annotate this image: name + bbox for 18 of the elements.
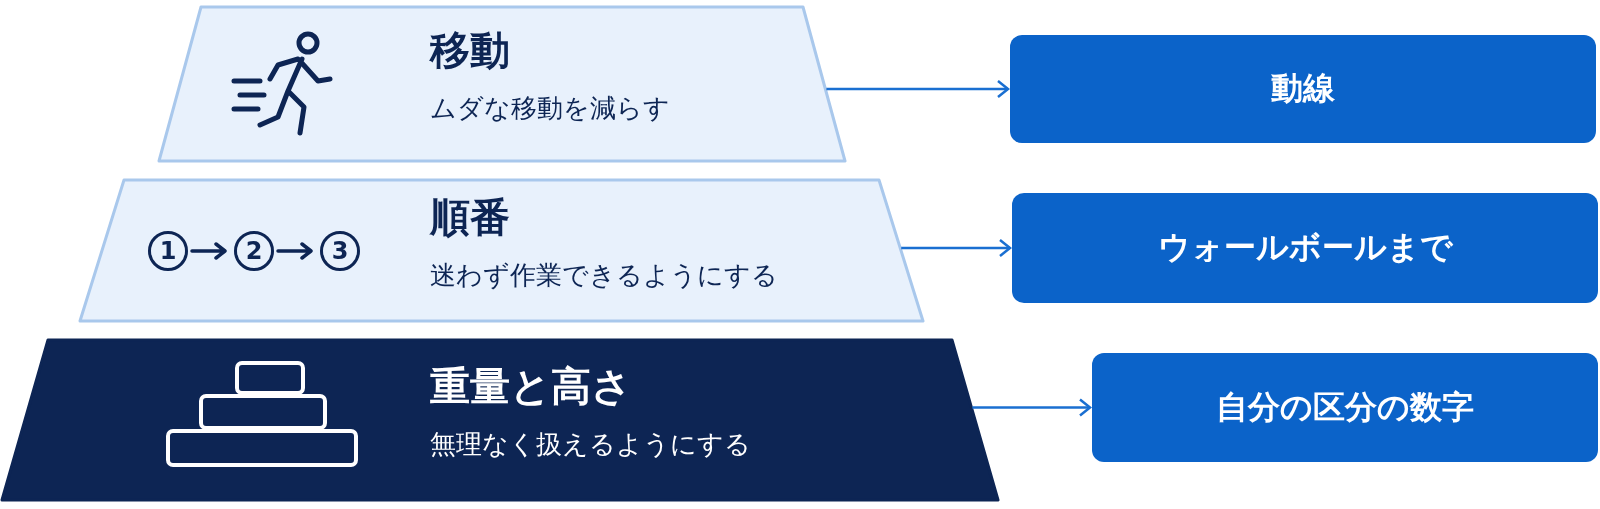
level-title: 順番 [430,192,510,241]
level-description: 無理なく扱えるようにする [430,428,751,460]
level-title: 移動 [430,26,510,74]
arrow [826,79,1010,99]
step-number: 2 [234,230,274,271]
level-description: ムダな移動を減らす [430,92,670,124]
result-box: ウォールボールまで [1012,193,1598,303]
pyramid-level [0,338,1000,502]
pyramid-level [78,178,925,323]
result-box: 自分の区分の数字 [1092,353,1598,462]
step-number: 1 [148,230,188,271]
level-description: 迷わず作業できるようにする [430,258,778,291]
arrow [972,398,1092,417]
step-number: 3 [320,230,360,271]
pyramid-level [157,5,847,163]
result-box: 動線 [1010,35,1596,143]
arrow [901,238,1012,258]
level-title: 重量と高さ [430,362,632,410]
